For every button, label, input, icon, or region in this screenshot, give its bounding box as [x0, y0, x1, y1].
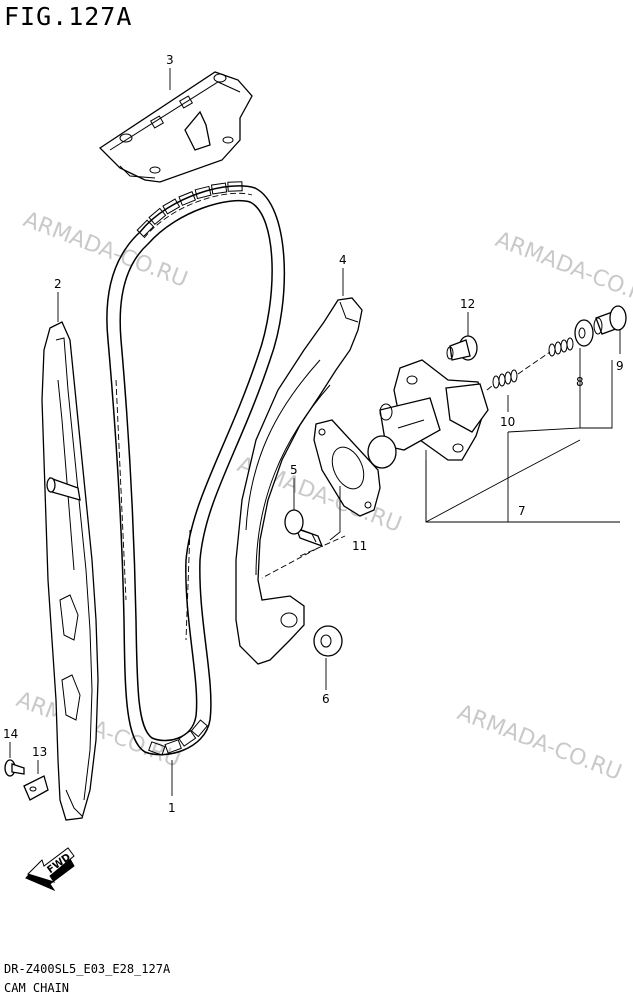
- part-9-plug[interactable]: [593, 305, 627, 335]
- part-2-chain-guide-left[interactable]: [41, 321, 99, 821]
- callout-11: 11: [352, 539, 367, 553]
- callout-2: 2: [54, 277, 62, 291]
- callout-14: 14: [3, 727, 18, 741]
- leader-lines: [57, 68, 621, 796]
- part-6-washer[interactable]: [313, 625, 343, 690]
- watermark-bottom-left: ARMADA-CO.RU: [13, 687, 184, 773]
- figure-code: DR-Z400SL5_E03_E28_127A: [4, 962, 171, 976]
- callout-13: 13: [32, 745, 47, 759]
- part-3-chain-guide-top[interactable]: [98, 71, 253, 183]
- part-14-screw[interactable]: [4, 742, 25, 777]
- part-4-tensioner-guide[interactable]: [235, 297, 363, 665]
- callout-7: 7: [518, 504, 526, 518]
- figure-name: CAM CHAIN: [4, 981, 70, 995]
- callout-4: 4: [339, 253, 347, 267]
- callout-5: 5: [290, 463, 298, 477]
- callout-6: 6: [322, 692, 330, 706]
- callout-9: 9: [616, 359, 624, 373]
- watermark-top-right: ARMADA-CO.RU: [492, 227, 633, 313]
- watermark-bottom-right: ARMADA-CO.RU: [454, 700, 625, 786]
- watermark-top-left: ARMADA-CO.RU: [20, 207, 191, 293]
- part-12-bolt[interactable]: [446, 312, 478, 361]
- part-13-retainer[interactable]: [23, 760, 49, 801]
- fwd-arrow-icon: FWD: [25, 847, 75, 892]
- part-11-gasket[interactable]: [313, 419, 381, 517]
- part-1-cam-chain[interactable]: [106, 181, 286, 756]
- callout-12: 12: [460, 297, 475, 311]
- callout-3: 3: [166, 53, 174, 67]
- figure-title: FIG.127A: [4, 2, 133, 31]
- callout-8: 8: [576, 375, 584, 389]
- callout-numbers: 3 2 4 1 5 11 6 7 10 8 9 12 13 14: [3, 53, 624, 815]
- callout-10: 10: [500, 415, 515, 429]
- part-8-washer[interactable]: [574, 319, 594, 347]
- part-10-springs[interactable]: [486, 337, 574, 391]
- callout-1: 1: [168, 801, 176, 815]
- part-5-bolt[interactable]: [284, 478, 324, 548]
- part-7-tensioner-assembly[interactable]: [367, 359, 489, 469]
